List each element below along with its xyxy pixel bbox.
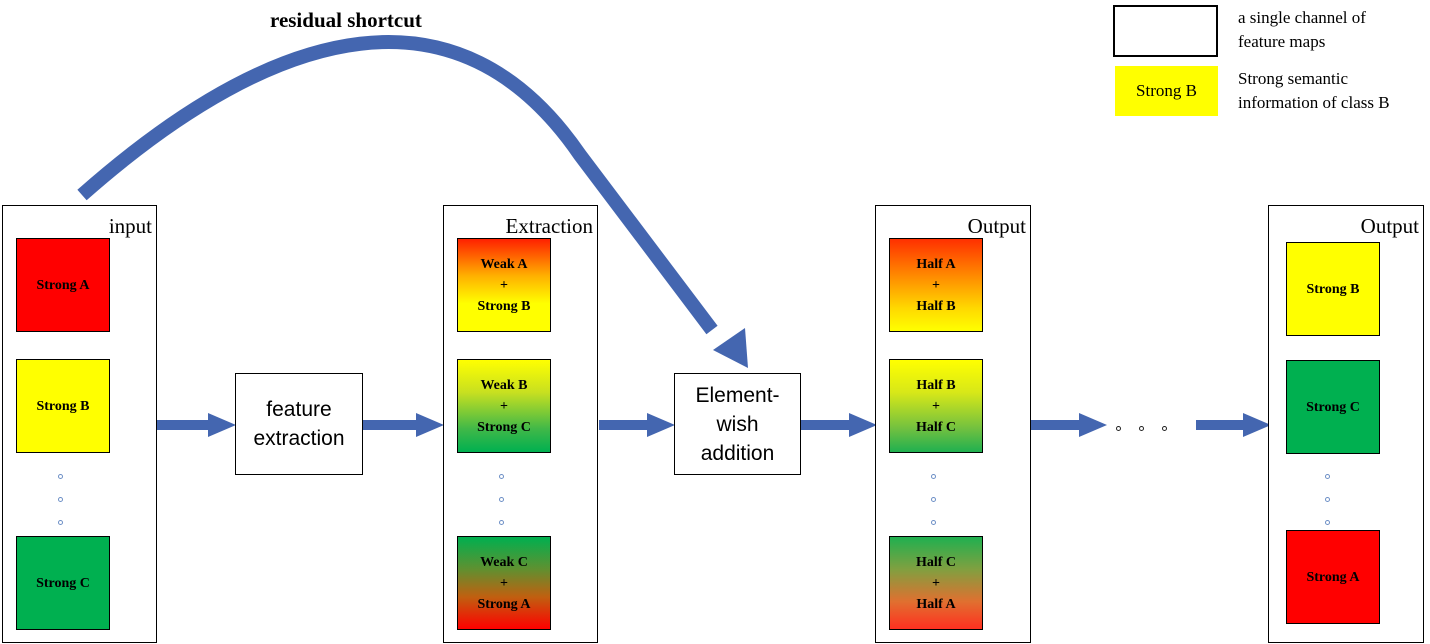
vertical-ellipsis [499,474,507,529]
extraction-panel: Extraction Weak A + Strong B Weak B + St… [443,205,598,643]
feature-map-label: Strong A [1306,569,1360,585]
map-line: Weak C [480,554,528,570]
legend-line: feature maps [1238,32,1326,51]
map-line: Half C [915,419,957,435]
map-line: Strong A [477,596,531,612]
map-line: Strong C [477,419,531,435]
residual-shortcut-arrowhead [713,328,748,368]
box-line: feature [266,398,332,421]
legend-channel-swatch [1113,5,1218,57]
map-line: Weak A [480,256,528,272]
feature-map-weak-c-strong-a: Weak C + Strong A [457,536,551,630]
output-panel-1: Output Half A + Half B Half B + Half C H… [875,205,1031,643]
map-line: Half B [916,298,956,314]
legend-strong-swatch: Strong B [1115,66,1218,116]
map-line: + [500,575,508,591]
box-line: Element- [695,383,780,407]
map-line: + [500,277,508,293]
vertical-ellipsis [931,474,939,529]
legend-line: information of class B [1238,93,1390,112]
flow-arrowhead [1243,413,1271,437]
input-panel: input Strong A Strong B Strong C [2,205,157,643]
box-line: wish [716,412,759,436]
panel-title: Extraction [505,214,593,238]
flow-arrowhead [647,413,675,437]
feature-extraction-box: feature extraction [235,373,363,475]
map-line: + [932,575,940,591]
feature-map-strong-a: Strong A [1286,530,1380,624]
map-line: Weak B [480,377,528,393]
residual-shortcut-arrow [77,35,718,335]
feature-map-strong-c: Strong C [1286,360,1380,454]
vertical-ellipsis [1325,474,1333,529]
flow-arrowhead [416,413,444,437]
feature-map-half-a-half-b: Half A + Half B [889,238,983,332]
panel-title: Output [967,214,1026,238]
feature-map-strong-c: Strong C [16,536,110,630]
feature-map-weak-b-strong-c: Weak B + Strong C [457,359,551,453]
box-line: addition [700,441,775,465]
element-wise-addition-box: Element- wish addition [674,373,801,475]
vertical-ellipsis [58,474,66,529]
feature-map-half-b-half-c: Half B + Half C [889,359,983,453]
legend-line: a single channel of [1238,8,1366,27]
flow-arrowhead [1079,413,1107,437]
box-line: extraction [253,427,345,450]
map-line: Half B [916,377,956,393]
feature-map-label: Strong B [36,398,90,414]
map-line: Half A [916,256,956,272]
feature-map-strong-b: Strong B [1286,242,1380,336]
legend-strong-label: Strong B [1136,81,1197,100]
map-line: Half C [915,554,957,570]
legend-strong-text: Strong semantic information of class B [1238,67,1390,115]
feature-map-strong-a: Strong A [16,238,110,332]
legend-channel-text: a single channel of feature maps [1238,6,1366,54]
map-line: + [500,398,508,414]
feature-map-weak-a-strong-b: Weak A + Strong B [457,238,551,332]
flow-arrowhead [208,413,236,437]
feature-map-label: Strong B [1306,281,1360,297]
map-line: + [932,277,940,293]
feature-map-strong-b: Strong B [16,359,110,453]
residual-shortcut-label: residual shortcut [270,8,422,32]
feature-map-half-c-half-a: Half C + Half A [889,536,983,630]
map-line: Half A [916,596,956,612]
feature-map-label: Strong C [1306,399,1360,415]
map-line: + [932,398,940,414]
panel-title: Output [1360,214,1419,238]
flow-arrowhead [849,413,877,437]
feature-map-label: Strong C [36,575,90,591]
map-line: Strong B [477,298,531,314]
panel-title: input [108,214,152,238]
feature-map-label: Strong A [36,277,90,293]
legend-line: Strong semantic [1238,69,1349,88]
output-panel-2: Output Strong B Strong C Strong A [1268,205,1424,643]
